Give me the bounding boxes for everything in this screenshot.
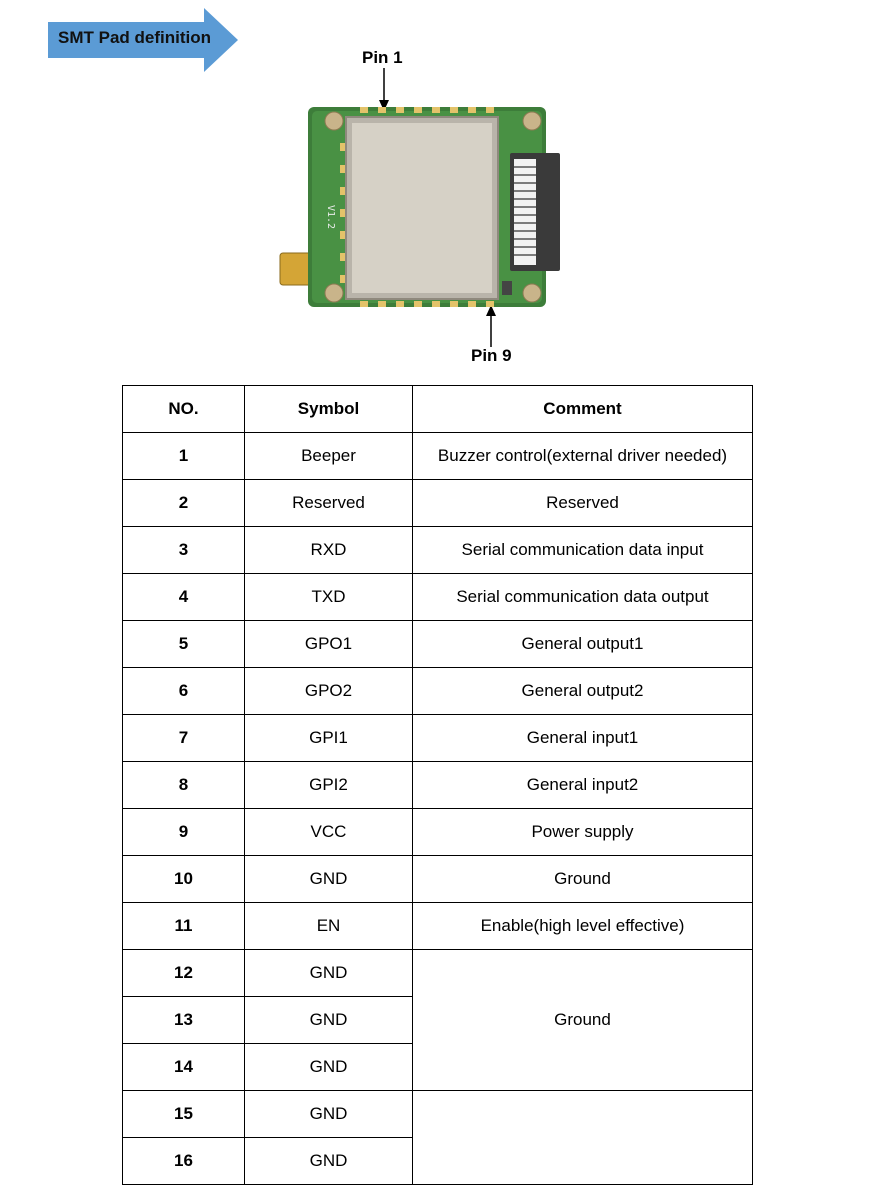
silkscreen-text: V1.2 [325, 205, 336, 229]
pin-symbol: TXD [244, 573, 413, 621]
pin-symbol: GND [244, 1043, 413, 1091]
table-row: 16 GND [122, 1137, 753, 1185]
table-row: 14 GND [122, 1043, 753, 1091]
pin-comment: General output1 [412, 620, 753, 668]
pin-symbol: Beeper [244, 432, 413, 480]
table-header-row: NO. Symbol Comment [122, 385, 753, 433]
pin-number: 11 [122, 902, 245, 950]
pin-number: 1 [122, 432, 245, 480]
pin-symbol: GND [244, 1137, 413, 1185]
pin-number: 9 [122, 808, 245, 856]
pin-number: 6 [122, 667, 245, 715]
pin-comment-merged: Ground [412, 949, 753, 1091]
table-row: 8 GPI2 General input2 [122, 761, 753, 809]
banner-title: SMT Pad definition [58, 28, 211, 47]
table-row: 11 EN Enable(high level effective) [122, 902, 753, 950]
pin-comment: Ground [412, 855, 753, 903]
pin-number: 7 [122, 714, 245, 762]
table-row: 4 TXD Serial communication data output [122, 573, 753, 621]
pin-number: 10 [122, 855, 245, 903]
pin1-arrow-icon [379, 68, 389, 111]
pin-comment: General input1 [412, 714, 753, 762]
pin-symbol: GPI2 [244, 761, 413, 809]
table-row: 6 GPO2 General output2 [122, 667, 753, 715]
pin-comment-merged [412, 1090, 753, 1185]
pin-symbol: GND [244, 996, 413, 1044]
pin-symbol: GPO1 [244, 620, 413, 668]
table-row: 13 GND [122, 996, 753, 1044]
pin-symbol: Reserved [244, 479, 413, 527]
pin-comment: Enable(high level effective) [412, 902, 753, 950]
pin-number: 15 [122, 1090, 245, 1138]
table-row: 10 GND Ground [122, 855, 753, 903]
pin-symbol: VCC [244, 808, 413, 856]
pin-symbol: RXD [244, 526, 413, 574]
pin-symbol: GND [244, 949, 413, 997]
header-comment: Comment [412, 385, 753, 433]
table-row: 2 Reserved Reserved [122, 479, 753, 527]
pin-symbol: GND [244, 1090, 413, 1138]
pin1-label: Pin 1 [362, 48, 403, 67]
rfid-module-image: V1.2 [279, 107, 560, 307]
pin-number: 8 [122, 761, 245, 809]
pin-number: 12 [122, 949, 245, 997]
table-row: 1 Beeper Buzzer control(external driver … [122, 432, 753, 480]
table-row: 5 GPO1 General output1 [122, 620, 753, 668]
pin-symbol: GPO2 [244, 667, 413, 715]
pin-symbol: GPI1 [244, 714, 413, 762]
pin-number: 16 [122, 1137, 245, 1185]
pin9-label: Pin 9 [471, 346, 512, 365]
pin-comment: Reserved [412, 479, 753, 527]
pin-comment: General output2 [412, 667, 753, 715]
pin-comment: Serial communication data output [412, 573, 753, 621]
table-row: 12 GND Ground [122, 949, 753, 1091]
section-banner: SMT Pad definition [48, 8, 238, 72]
header-no: NO. [122, 385, 245, 433]
pin-symbol: EN [244, 902, 413, 950]
pin9-arrow-icon [486, 305, 496, 347]
pin-number: 14 [122, 1043, 245, 1091]
pin-number: 2 [122, 479, 245, 527]
pin-comment: General input2 [412, 761, 753, 809]
pin-comment: Power supply [412, 808, 753, 856]
header-symbol: Symbol [244, 385, 413, 433]
pin-number: 5 [122, 620, 245, 668]
banner-arrow-icon [48, 8, 238, 72]
pin-comment: Serial communication data input [412, 526, 753, 574]
table-row: 9 VCC Power supply [122, 808, 753, 856]
pin-symbol: GND [244, 855, 413, 903]
table-row: 15 GND [122, 1090, 753, 1185]
pin-comment: Buzzer control(external driver needed) [412, 432, 753, 480]
pin-number: 4 [122, 573, 245, 621]
pin-definition-table: NO. Symbol Comment 1 Beeper Buzzer contr… [122, 385, 753, 1185]
table-row: 3 RXD Serial communication data input [122, 526, 753, 574]
pin-number: 13 [122, 996, 245, 1044]
table-row: 7 GPI1 General input1 [122, 714, 753, 762]
pin-number: 3 [122, 526, 245, 574]
